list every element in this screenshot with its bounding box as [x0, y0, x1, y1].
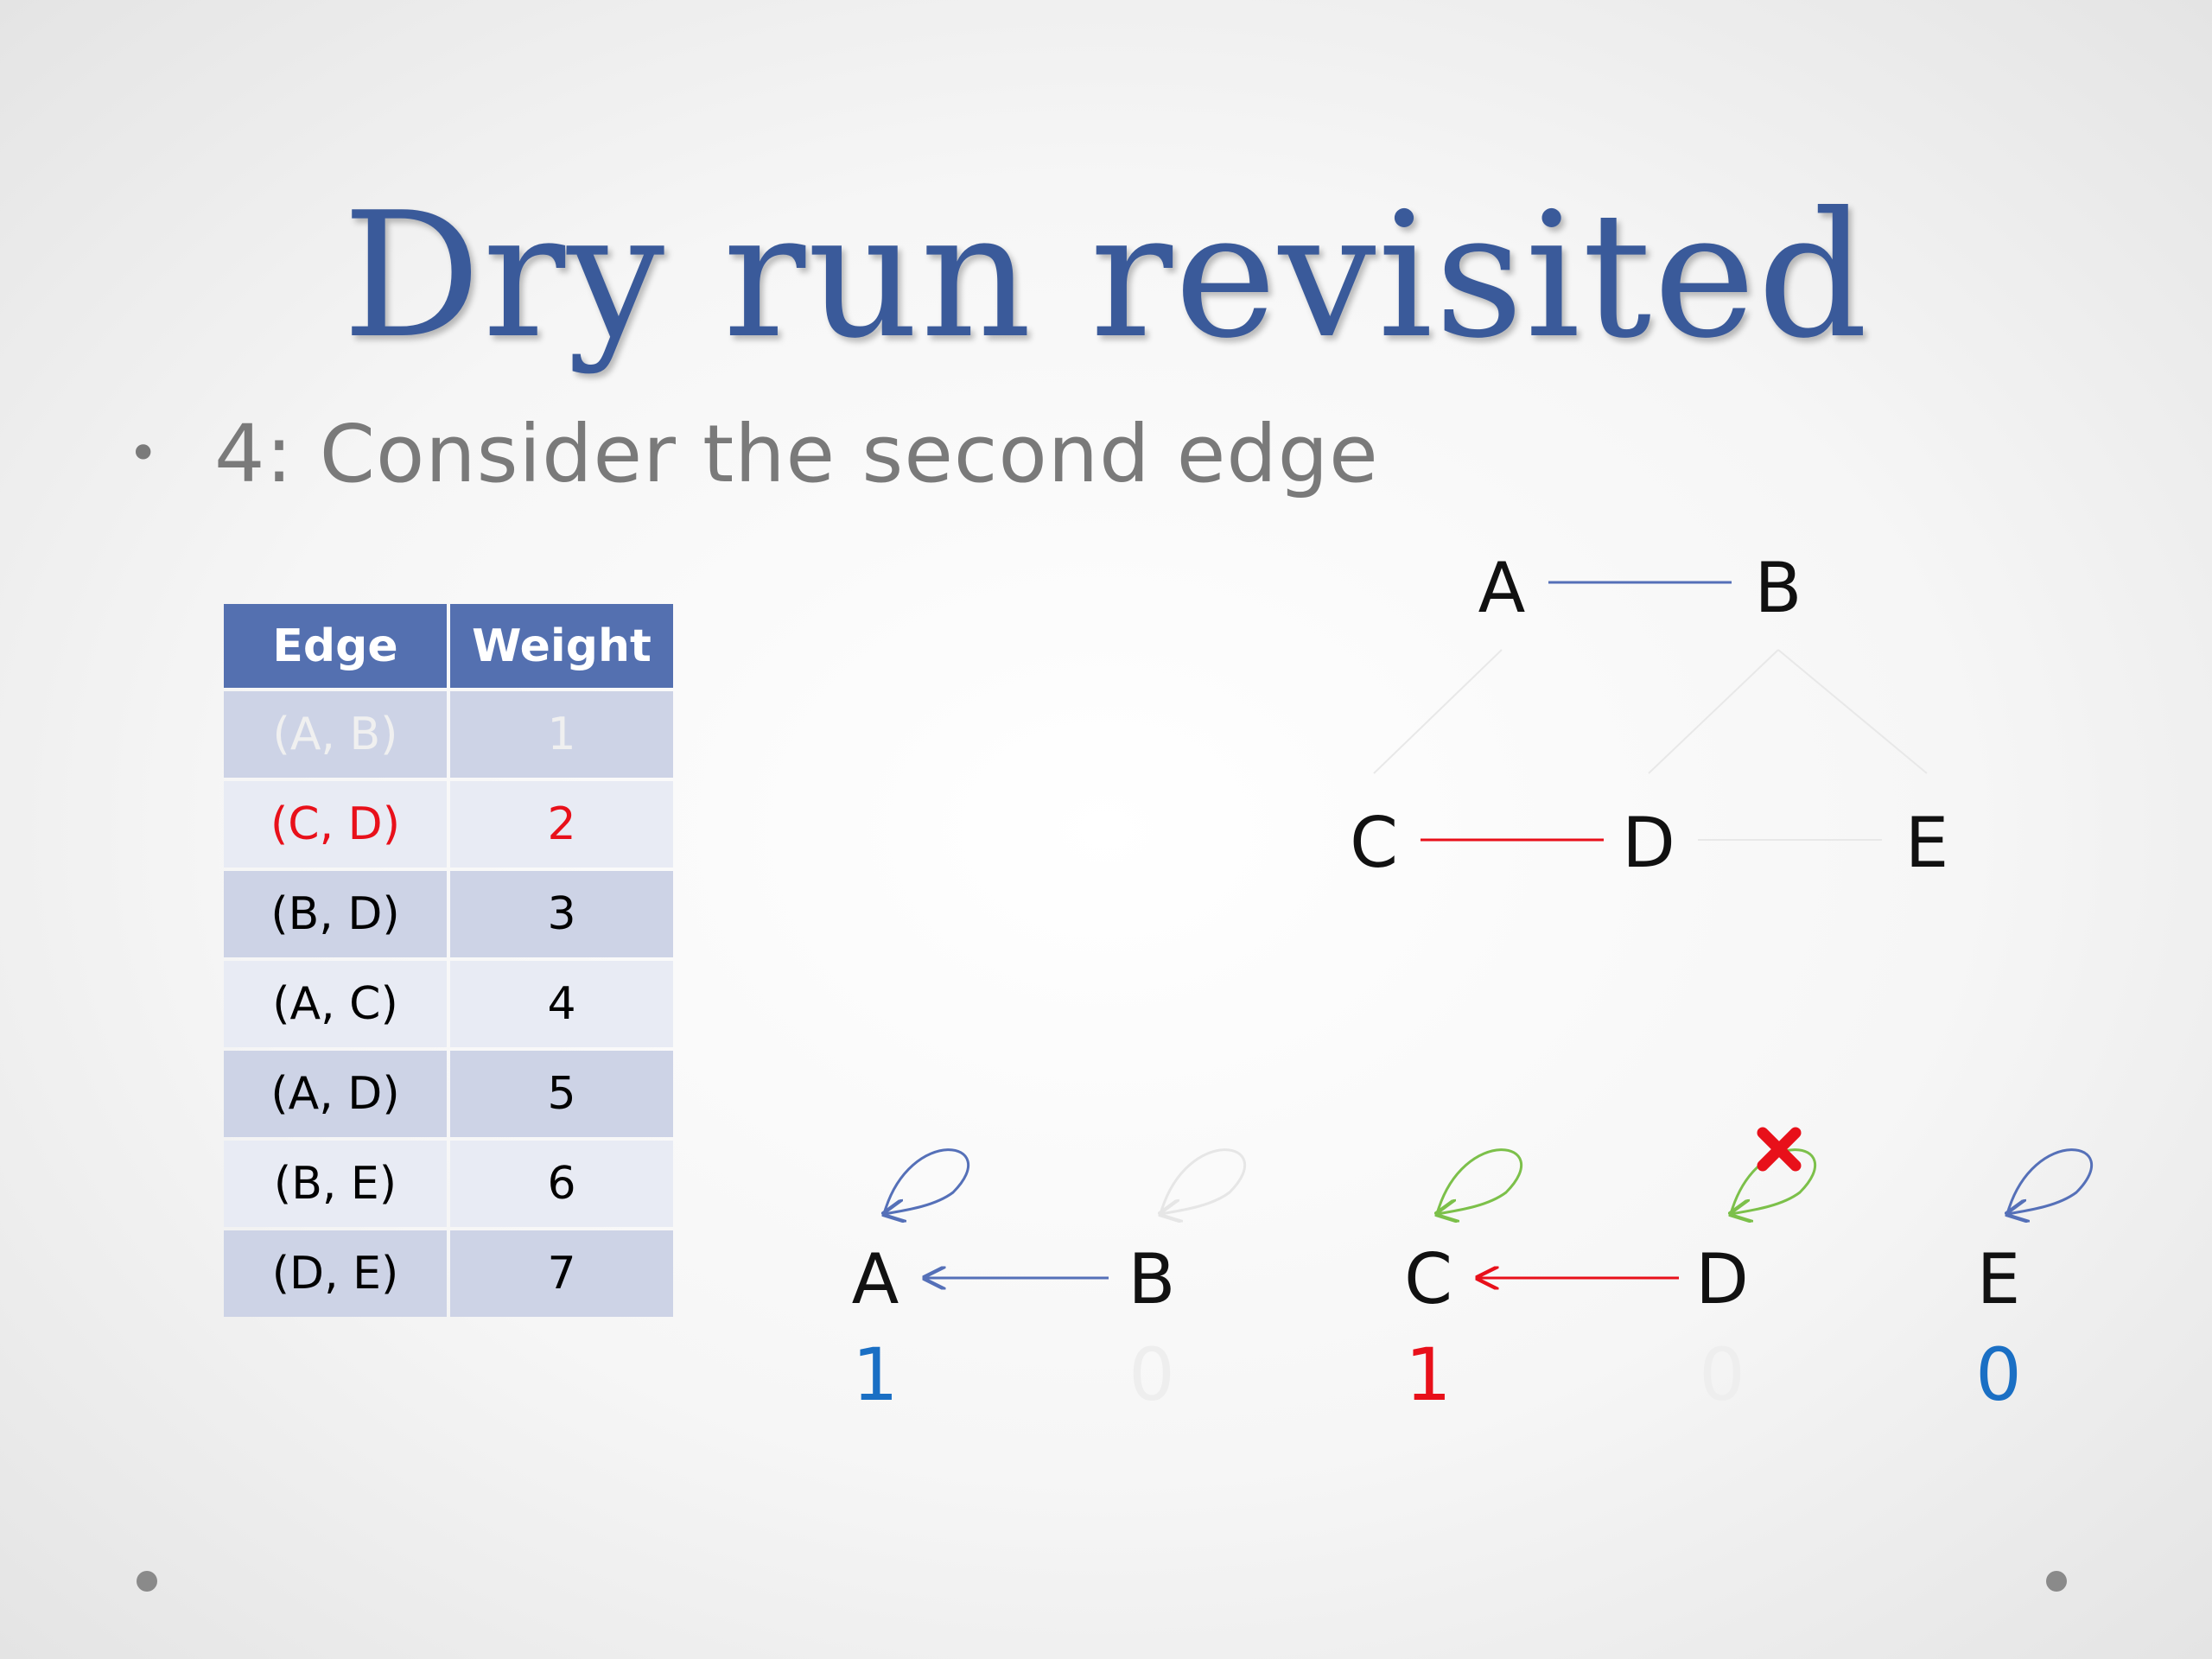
graph-node-e: E	[1905, 803, 1949, 883]
edge-cell: (C, D)	[224, 781, 447, 868]
uf-node-e: E	[1977, 1239, 2021, 1319]
weight-cell: 4	[450, 961, 673, 1047]
table-row: (A, C) 4	[224, 961, 673, 1047]
remove-cross-icon	[1757, 1127, 1802, 1172]
graph-node-b: B	[1755, 548, 1802, 628]
weight-cell: 6	[450, 1141, 673, 1227]
self-loop-a	[884, 1148, 970, 1214]
uf-node-a: A	[852, 1239, 899, 1319]
table-row: (B, D) 3	[224, 871, 673, 957]
table-row: (C, D) 2	[224, 781, 673, 868]
corner-dot-left	[137, 1571, 157, 1592]
weight-cell: 1	[450, 691, 673, 778]
self-loop-b	[1160, 1148, 1247, 1214]
edge-cell: (D, E)	[224, 1230, 447, 1317]
table-header-row: Edge Weight	[224, 604, 673, 688]
graph-edge-be	[1777, 649, 1928, 774]
graph-node-c: C	[1350, 803, 1398, 883]
graph-node-a: A	[1478, 548, 1526, 628]
graph-edge-bd	[1648, 649, 1779, 774]
rank-a: 1	[852, 1332, 898, 1417]
weight-cell: 3	[450, 871, 673, 957]
table-row: (A, B) 1	[224, 691, 673, 778]
weight-cell: 2	[450, 781, 673, 868]
self-loop-c	[1437, 1148, 1523, 1214]
edge-cell: (B, E)	[224, 1141, 447, 1227]
self-loop-e	[2007, 1148, 2094, 1214]
slide-title: Dry run revisited	[342, 175, 1870, 377]
edge-cell: (A, D)	[224, 1051, 447, 1137]
table-row: (D, E) 7	[224, 1230, 673, 1317]
uf-node-d: D	[1695, 1239, 1749, 1319]
column-header-edge: Edge	[224, 604, 447, 688]
rank-d: 0	[1699, 1332, 1745, 1417]
graph-edge-ac	[1373, 649, 1503, 774]
bullet-point: • 4: Consider the second edge	[128, 406, 1379, 501]
weight-cell: 5	[450, 1051, 673, 1137]
bullet-text: 4: Consider the second edge	[214, 407, 1379, 500]
rank-b: 0	[1128, 1332, 1174, 1417]
weight-cell: 7	[450, 1230, 673, 1317]
edge-cell: (A, B)	[224, 691, 447, 778]
edge-cell: (A, C)	[224, 961, 447, 1047]
rank-c: 1	[1405, 1332, 1451, 1417]
table-row: (B, E) 6	[224, 1141, 673, 1227]
column-header-weight: Weight	[450, 604, 673, 688]
uf-node-b: B	[1128, 1239, 1176, 1319]
edge-cell: (B, D)	[224, 871, 447, 957]
table-row: (A, D) 5	[224, 1051, 673, 1137]
corner-dot-right	[2046, 1571, 2067, 1592]
bullet-icon: •	[128, 423, 159, 484]
edge-weight-table: Edge Weight (A, B) 1 (C, D) 2 (B, D) 3 (…	[220, 601, 677, 1320]
rank-e: 0	[1975, 1332, 2021, 1417]
graph-node-d: D	[1622, 803, 1675, 883]
uf-node-c: C	[1404, 1239, 1452, 1319]
